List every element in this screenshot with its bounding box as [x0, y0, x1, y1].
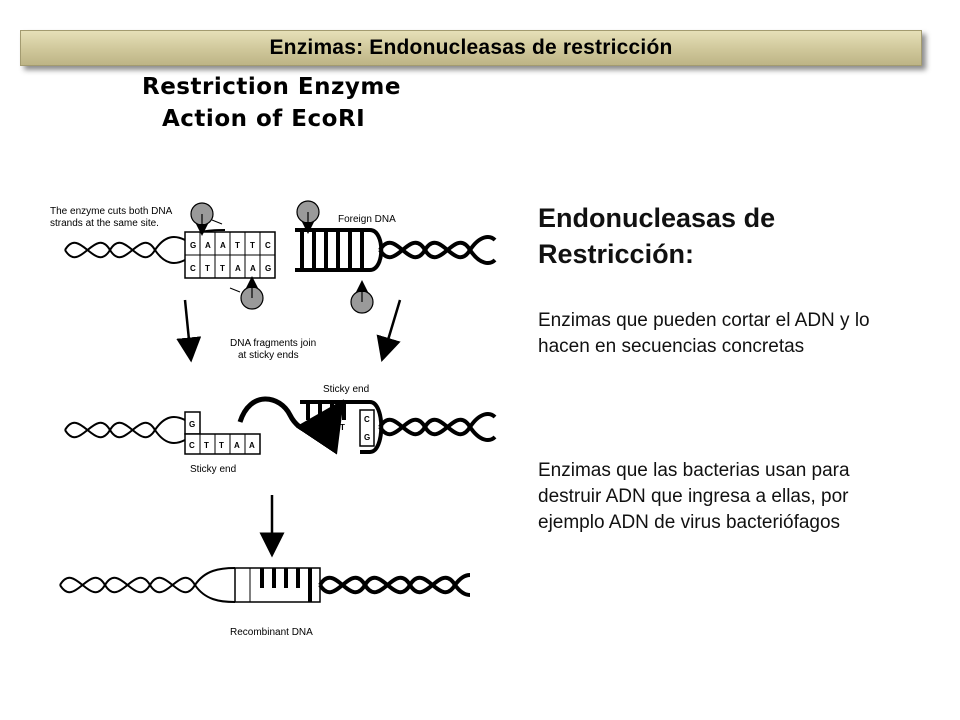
base-top-4: T: [235, 241, 240, 250]
enzyme-icon-bottom-right: [350, 280, 374, 314]
svg-text:C: C: [364, 415, 370, 424]
label-foreign-dna: Foreign DNA: [338, 214, 396, 225]
base-top-1: G: [190, 241, 196, 250]
restriction-enzyme-diagram: G A A T T C C T T A A G The enzyme cuts …: [50, 200, 497, 638]
foreign-dna-helix-1: [378, 235, 497, 265]
sticky-right-base-3: T: [328, 423, 333, 432]
recognition-site-box: G A A T T C C T T A A G: [184, 231, 276, 279]
svg-text:G: G: [189, 420, 195, 429]
svg-text:G: G: [364, 433, 370, 442]
sticky-right-base-1: A: [304, 423, 310, 432]
label-sticky-bottom: Sticky end: [190, 464, 236, 475]
label-cuts-line1: The enzyme cuts both DNA: [50, 206, 173, 217]
right-sticky-end: A A T T C G: [300, 400, 384, 454]
label-cuts-line2: strands at the same site.: [50, 218, 159, 229]
join-arrow: [237, 396, 344, 455]
enzyme-icon-bottom-left: [229, 276, 264, 310]
arrow-down-left: [176, 299, 202, 363]
side-title: Endonucleasas de Restricción:: [538, 203, 776, 269]
foreign-dna-helix-2: [378, 412, 497, 442]
label-join-line2: at sticky ends: [238, 350, 299, 361]
sticky-left-base-3: A: [234, 441, 240, 450]
sticky-right-base-2: A: [316, 423, 322, 432]
label-sticky-top: Sticky end: [323, 384, 369, 395]
enzyme-icon-top-right: [296, 200, 320, 234]
arrow-down-right: [376, 299, 402, 362]
sticky-left-base-2: T: [219, 441, 224, 450]
base-top-6: C: [265, 241, 271, 250]
left-sticky-end: G C T T A A: [184, 411, 261, 455]
label-join-line1: DNA fragments join: [230, 338, 316, 349]
diagram-heading-line2: Action of EcoRI: [162, 106, 366, 132]
sticky-left-base-4: A: [249, 441, 255, 450]
left-dna-helix-2: [64, 416, 186, 444]
foreign-dna-fragment-1: [295, 228, 384, 272]
recombinant-dna-helix: [59, 567, 471, 603]
sticky-left-base-1: T: [204, 441, 209, 450]
side-paragraph-1: Enzimas que pueden cortar el ADN y lo ha…: [538, 310, 870, 357]
base-top-5: T: [250, 241, 255, 250]
base-bottom-6: G: [265, 264, 271, 273]
base-bottom-1: C: [190, 264, 196, 273]
label-recombinant-dna: Recombinant DNA: [230, 627, 313, 638]
diagram-heading-line1: Restriction Enzyme: [142, 74, 401, 100]
svg-text:C: C: [189, 441, 195, 450]
base-top-2: A: [205, 241, 211, 250]
slide-title-bar: Enzimas: Endonucleasas de restricción: [20, 30, 922, 66]
base-bottom-2: T: [205, 264, 210, 273]
slide-title: Enzimas: Endonucleasas de restricción: [269, 36, 673, 59]
base-bottom-5: A: [250, 264, 256, 273]
base-bottom-4: A: [235, 264, 241, 273]
side-paragraph-2: Enzimas que las bacterias usan para dest…: [538, 460, 850, 533]
enzyme-icon-top-left: [190, 202, 223, 236]
base-bottom-3: T: [220, 264, 225, 273]
base-top-3: A: [220, 241, 226, 250]
sticky-right-base-4: T: [340, 423, 345, 432]
